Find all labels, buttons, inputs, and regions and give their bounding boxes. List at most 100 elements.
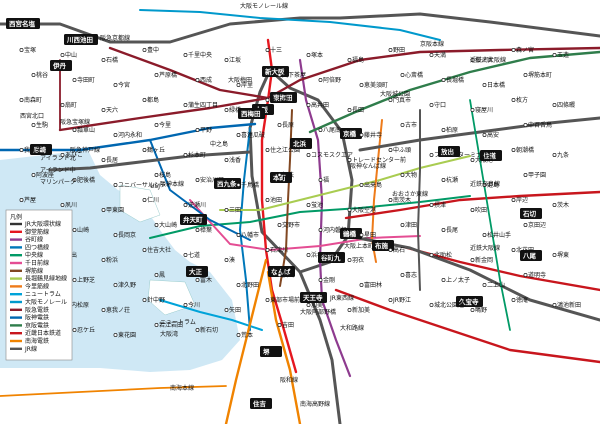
legend-label: 南海電鉄 bbox=[25, 337, 49, 345]
station-dot bbox=[154, 273, 159, 277]
station-dot bbox=[306, 203, 311, 207]
station-dot bbox=[101, 258, 106, 262]
station-dot bbox=[470, 158, 475, 162]
rail-line-29 bbox=[0, 385, 227, 397]
station-box bbox=[250, 398, 272, 409]
station-label: 芦屋 bbox=[24, 196, 36, 204]
station-label: 岸里 bbox=[241, 82, 253, 89]
station-label: 京田辺 bbox=[528, 221, 546, 229]
station-box bbox=[300, 292, 327, 303]
station-dot bbox=[388, 48, 393, 52]
station-label: 湊 bbox=[229, 256, 235, 264]
station-dot bbox=[142, 248, 147, 252]
rail-line-8 bbox=[189, 199, 421, 251]
rail-line-2 bbox=[139, 9, 441, 41]
legend-label: 今里筋線 bbox=[25, 282, 49, 290]
rail-line-14 bbox=[108, 46, 270, 100]
station-dot bbox=[400, 223, 405, 227]
legend-label: 阪神電鉄 bbox=[25, 314, 49, 322]
station-dot bbox=[429, 53, 434, 57]
station-label: 吉田 bbox=[282, 322, 294, 329]
place-label: 西宮北口 bbox=[20, 112, 44, 120]
station-dot bbox=[60, 153, 65, 157]
station-major: 東梅田 bbox=[273, 93, 293, 102]
station-label: 杭瀬 bbox=[446, 176, 458, 184]
station-label: 今宮 bbox=[118, 81, 130, 89]
station-dot bbox=[265, 48, 270, 52]
station-dot bbox=[19, 198, 24, 202]
station-label: ユニバーサルシティ bbox=[118, 182, 172, 189]
station-label: 寺田町 bbox=[77, 76, 95, 84]
station-dot bbox=[60, 203, 65, 207]
station-dot bbox=[482, 233, 487, 237]
station-label: 心斎橋 bbox=[405, 71, 423, 79]
station-dot bbox=[441, 178, 446, 182]
station-label: 藤井寺 bbox=[364, 131, 382, 139]
station-label: 阿倍野 bbox=[323, 76, 341, 84]
station-label: 長堀橋 bbox=[446, 76, 464, 84]
station-label: 喜志 bbox=[405, 271, 417, 279]
legend-label: 近畿日本鉄道 bbox=[25, 329, 61, 337]
station-dot bbox=[429, 103, 434, 107]
station-label: 鶴ヶ丘 bbox=[147, 146, 165, 154]
station-major: 住吉 bbox=[253, 399, 267, 408]
line-name-label: おおさか東線 bbox=[392, 190, 428, 198]
station-label: 阿波座 bbox=[36, 171, 54, 179]
station-dot bbox=[154, 73, 159, 77]
station-major: 放出 bbox=[440, 147, 454, 156]
station-dot bbox=[183, 303, 188, 307]
station-major: 住道 bbox=[483, 151, 497, 160]
station-dot bbox=[482, 83, 487, 87]
station-dot bbox=[224, 208, 229, 212]
station-dot bbox=[265, 198, 270, 202]
station-major: 八尾 bbox=[522, 251, 537, 260]
rail-line-19 bbox=[344, 190, 600, 220]
station-dot bbox=[72, 78, 77, 82]
station-box bbox=[64, 34, 98, 45]
station-major: なんば bbox=[271, 267, 291, 276]
legend-label: JR線 bbox=[24, 345, 37, 353]
station-dot bbox=[470, 208, 475, 212]
station-label: 二上山 bbox=[487, 281, 505, 289]
station-dot bbox=[142, 98, 147, 102]
station-dot bbox=[236, 333, 241, 337]
station-label: 大物 bbox=[405, 171, 417, 179]
station-dot bbox=[347, 58, 352, 62]
station-label: 鴻池新田 bbox=[557, 301, 581, 309]
station-dot bbox=[31, 73, 36, 77]
rail-line-27 bbox=[417, 109, 421, 291]
station-dot bbox=[552, 53, 557, 57]
station-label: 千里中央 bbox=[188, 51, 212, 59]
line-name-label: 阪急神戸線 bbox=[70, 146, 100, 154]
rail-line-23 bbox=[266, 270, 302, 426]
station-label: 逆瀬川 bbox=[188, 201, 206, 209]
line-name-label: 阪神なんば線 bbox=[350, 162, 386, 170]
station-dot bbox=[31, 173, 36, 177]
station-dot bbox=[236, 233, 241, 237]
station-label: 生駒 bbox=[36, 121, 48, 129]
station-dot bbox=[441, 128, 446, 132]
station-label: 森ノ宮 bbox=[516, 46, 534, 54]
station-label: 福 bbox=[323, 176, 329, 184]
station-dot bbox=[552, 253, 557, 257]
station-label: 城北公園通 bbox=[434, 301, 464, 309]
station-label: 金剛 bbox=[323, 276, 335, 284]
station-dot bbox=[306, 153, 311, 157]
station-dot bbox=[359, 283, 364, 287]
station-box bbox=[270, 172, 292, 183]
rail-line-31 bbox=[469, 99, 511, 331]
station-dot bbox=[224, 108, 229, 112]
station-label: フェリーターミナル bbox=[434, 151, 488, 159]
station-box bbox=[520, 250, 542, 261]
station-major: 西九条 bbox=[217, 179, 237, 188]
station-dot bbox=[154, 223, 159, 227]
line-name-label: 大和路線 bbox=[340, 324, 364, 332]
station-dot bbox=[400, 123, 405, 127]
station-label: 三田 bbox=[229, 207, 241, 214]
station-label: 長居 bbox=[106, 157, 118, 164]
legend-label: 千日前線 bbox=[25, 259, 49, 267]
station-label: 南茨木 bbox=[393, 196, 411, 204]
station-label: 大山崎 bbox=[159, 221, 177, 229]
station-dot bbox=[388, 298, 393, 302]
station-label: 桃谷 bbox=[36, 71, 48, 79]
